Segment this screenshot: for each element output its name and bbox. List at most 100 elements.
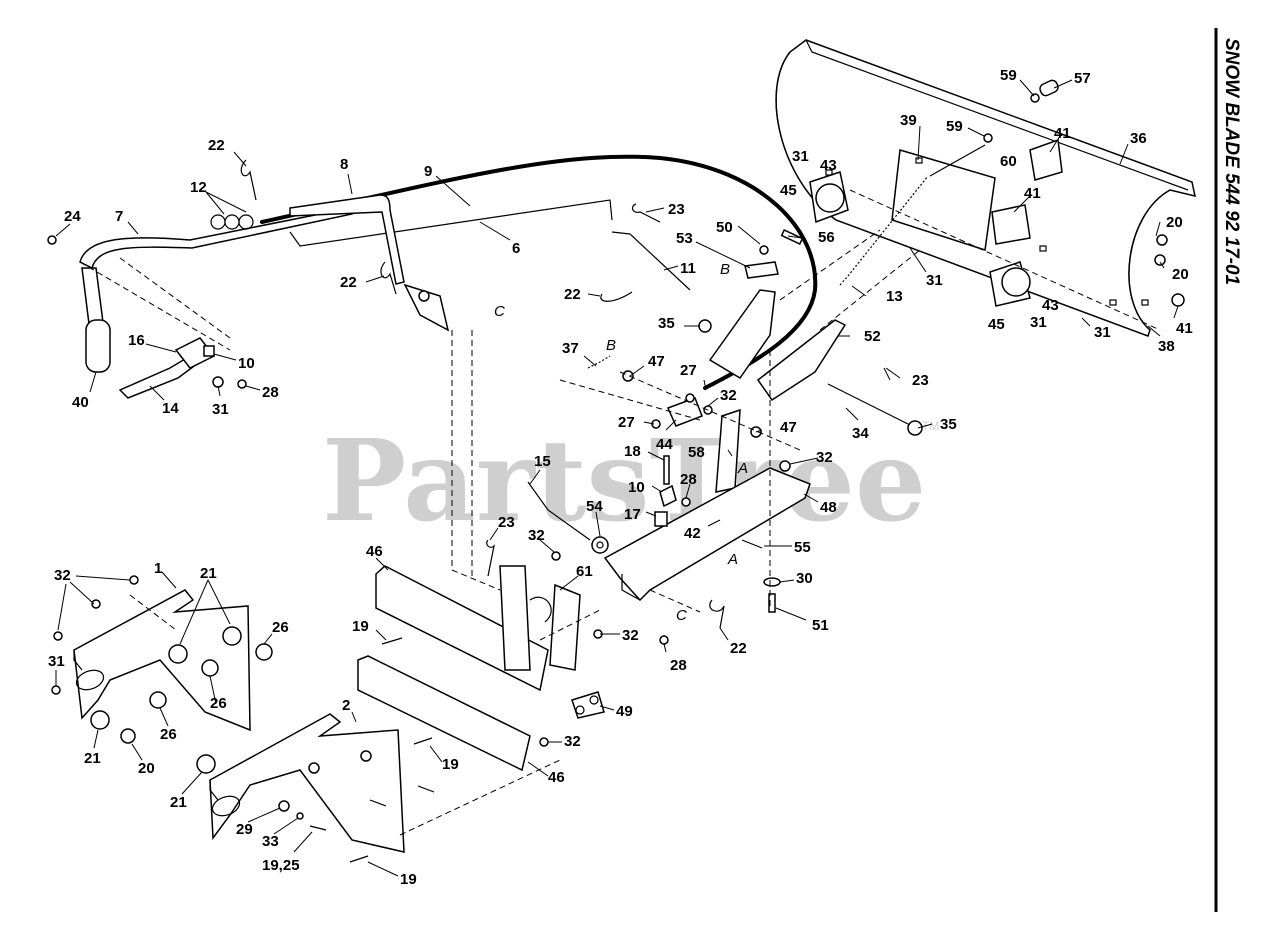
callout-60: 60 — [1000, 153, 1017, 170]
mounting-bar-46-bottom — [357, 655, 531, 772]
bracket-2 — [209, 713, 405, 853]
diagram-title: SNOW BLADE 544 92 17-01 — [1221, 38, 1242, 285]
bracket-1-flange — [73, 650, 83, 671]
callout-22-right: 22 — [564, 286, 581, 303]
nut-27-upper — [685, 393, 695, 403]
callout-32-bracket44: 32 — [720, 387, 737, 404]
dash-handle-2 — [119, 257, 231, 339]
link-49-hole-b — [589, 695, 599, 705]
callout-22-top: 22 — [208, 137, 225, 154]
bracket-53 — [708, 289, 776, 380]
nut-31-pedal — [212, 376, 224, 388]
dash-blade-b — [819, 249, 921, 331]
washer-bracket-2 — [360, 750, 372, 762]
callout-46-bottom: 46 — [548, 769, 565, 786]
bolt-1925 — [309, 825, 327, 831]
callout-14: 14 — [162, 400, 179, 417]
callout-32-bracket: 32 — [54, 567, 71, 584]
rod-15 — [527, 481, 591, 541]
blade-slot — [1109, 299, 1117, 306]
bolt-bracket-2b — [417, 785, 435, 793]
blade-top-edge — [805, 39, 1189, 191]
callout-34: 34 — [852, 425, 869, 442]
blade-slot — [825, 169, 833, 176]
reference-letters: A A B B C C — [494, 261, 748, 624]
callout-9: 9 — [424, 163, 432, 180]
callout-11: 11 — [680, 260, 696, 277]
ref-letter-A-lower: A — [727, 551, 738, 568]
watermark: PartsTree TM — [322, 416, 939, 547]
callout-41-top: 41 — [1054, 125, 1071, 142]
bolt-19-bar — [381, 637, 403, 645]
hairpin-22-top — [240, 159, 257, 201]
assembly-lines — [79, 189, 1161, 836]
callout-2: 2 — [342, 697, 350, 714]
hairpin-22-lower — [709, 599, 725, 629]
knob-57 — [1039, 79, 1059, 97]
title-block: SNOW BLADE 544 92 17-01 — [1214, 28, 1242, 912]
callout-59-top: 59 — [1000, 67, 1017, 84]
callout-37: 37 — [562, 340, 579, 357]
spacer-17 — [654, 511, 668, 527]
dash-spring-37 — [559, 379, 701, 421]
callout-17: 17 — [624, 506, 641, 523]
bolt-26-a — [255, 643, 273, 661]
blade-bracket-39 — [891, 149, 996, 251]
cap-35-right — [907, 420, 923, 436]
bolt-20-lower — [1154, 254, 1166, 266]
callout-12: 12 — [190, 179, 207, 196]
dash-bracket-2 — [399, 759, 561, 836]
callout-20-upper: 20 — [1166, 214, 1183, 231]
pivot-plate-43-left — [815, 183, 845, 213]
bolt-20-bracket — [120, 728, 136, 744]
bracket-2-slot — [211, 795, 241, 817]
callout-47-right: 47 — [780, 419, 797, 436]
callout-21-bottom: 21 — [170, 794, 187, 811]
nut-32-b — [91, 599, 101, 609]
callout-31-bracket: 31 — [48, 653, 65, 670]
callout-labels: 1 2 6 7 8 9 10 10 11 12 13 14 15 16 17 1… — [48, 67, 1193, 888]
bolt-20-upper — [1156, 234, 1168, 246]
callout-10-center: 10 — [628, 479, 645, 496]
bracket-1-slot — [75, 669, 105, 691]
mount-plate-curve — [529, 596, 552, 623]
blade-assembly — [775, 39, 1196, 337]
trademark-mark: TM — [922, 419, 939, 433]
callout-35-left: 35 — [658, 315, 675, 332]
callout-36: 36 — [1130, 130, 1147, 147]
washer-54-hole — [596, 541, 604, 549]
callout-56: 56 — [818, 229, 835, 246]
callout-59-lower: 59 — [946, 118, 963, 135]
bolt-26-b — [201, 659, 219, 677]
blade-right-curve — [1128, 189, 1171, 331]
spring-13 — [839, 175, 929, 286]
callout-21-top: 21 — [200, 565, 217, 582]
bolt-19-c — [349, 855, 369, 863]
callout-8: 8 — [340, 156, 348, 173]
blade-slot — [1039, 245, 1047, 252]
callout-57: 57 — [1074, 70, 1091, 87]
nut-59-lower — [983, 133, 993, 143]
washer-21-b — [168, 644, 188, 664]
callout-19-bottom: 19 — [400, 871, 417, 888]
callout-44: 44 — [656, 436, 673, 453]
callout-31-blade-mid: 31 — [926, 272, 943, 289]
callout-13: 13 — [886, 288, 903, 305]
washer-21-c — [90, 710, 110, 730]
dash-blade-a — [779, 229, 881, 301]
bracket-52 — [756, 319, 847, 402]
hairpin-22-right — [600, 291, 633, 302]
callout-33: 33 — [262, 833, 279, 850]
bolt-41-edge — [1171, 293, 1185, 307]
callout-43-right: 43 — [1042, 297, 1059, 314]
callout-32-frame: 32 — [816, 449, 833, 466]
callout-23-lower: 23 — [498, 514, 515, 531]
skid-shoe-41-top — [1029, 138, 1063, 181]
nut-50 — [759, 245, 769, 255]
callout-20-bracket: 20 — [138, 760, 155, 777]
callout-30: 30 — [796, 570, 813, 587]
callout-21-left: 21 — [84, 750, 101, 767]
bolt-24 — [47, 235, 57, 245]
nut-31-bracket — [51, 685, 61, 695]
callout-52: 52 — [864, 328, 881, 345]
